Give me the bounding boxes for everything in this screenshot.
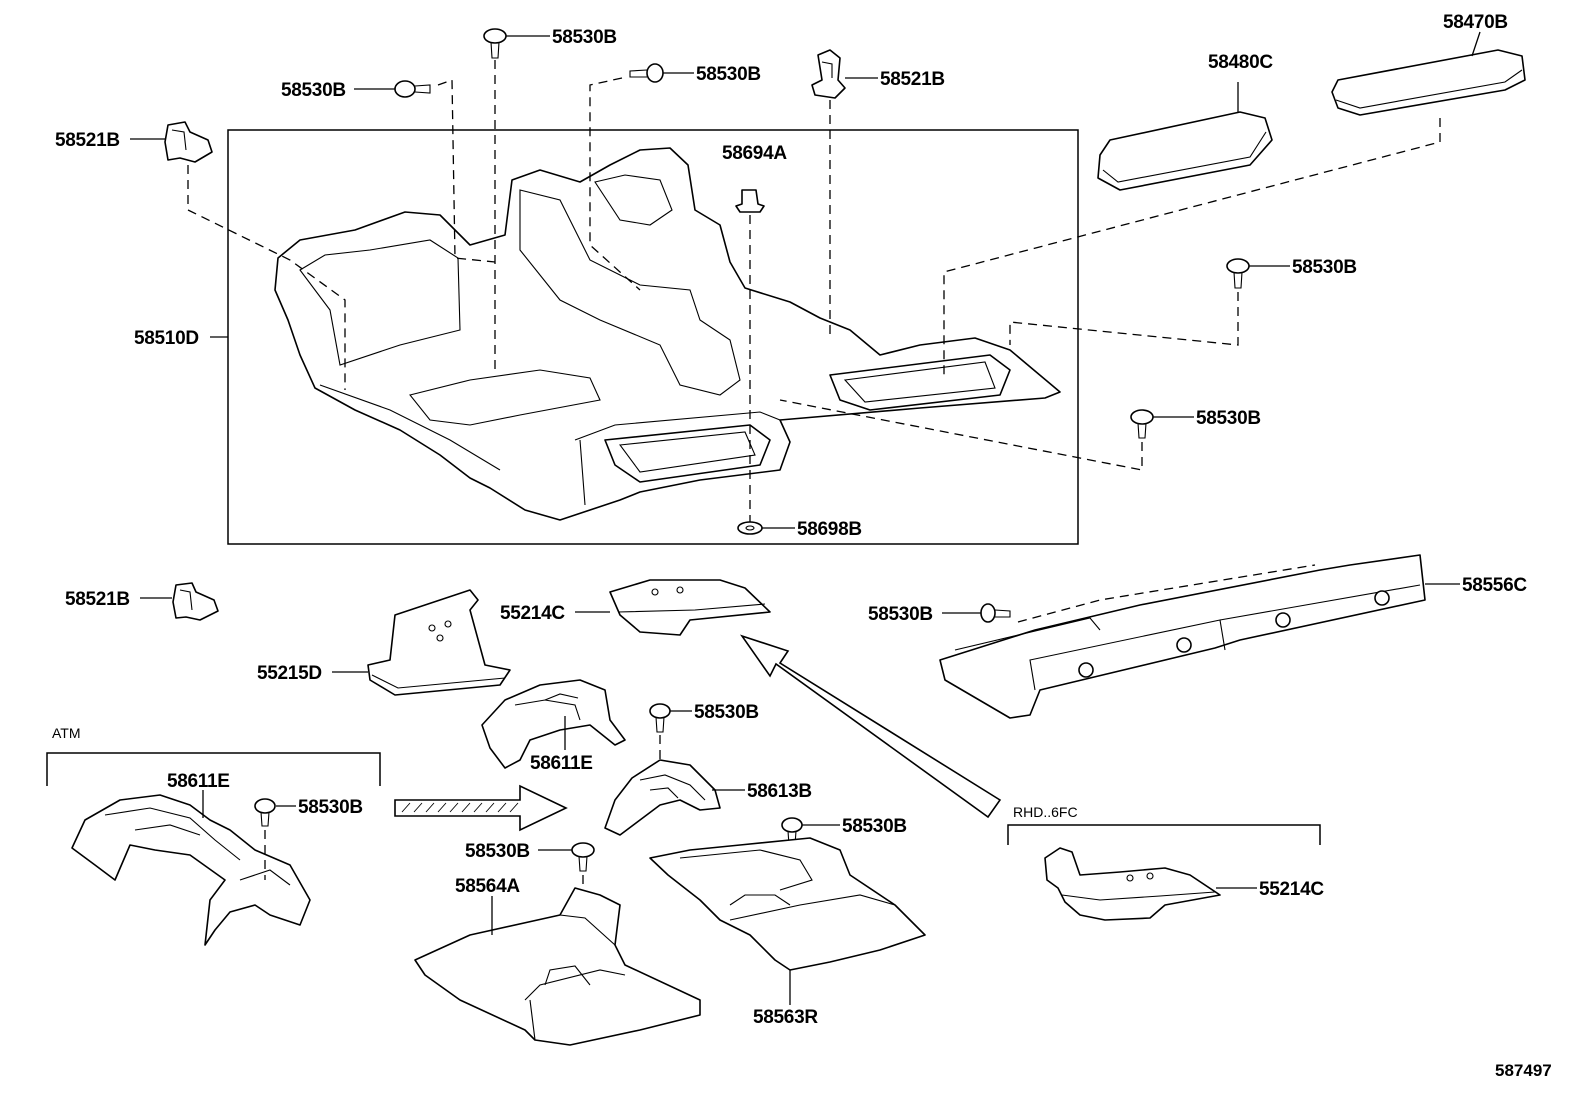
diagram-id: 587497 — [1495, 1061, 1552, 1080]
callout-58611E-upper: 58611E — [530, 753, 593, 774]
callout-55214C-lower: 55214C — [1259, 879, 1324, 900]
cover-55214C-lower[interactable] — [1044, 847, 1221, 921]
callout-58530B-right-upper: 58530B — [1292, 257, 1357, 278]
callout-58564A: 58564A — [455, 876, 520, 897]
clip-58530B-left[interactable] — [394, 80, 431, 98]
callout-58563R: 58563R — [753, 1007, 818, 1028]
clip-58530B-top[interactable] — [483, 28, 507, 59]
callout-58530B-left: 58530B — [281, 80, 346, 101]
cover-58611E-atm[interactable] — [71, 794, 311, 946]
callout-58611E-atm: 58611E — [167, 771, 230, 792]
callout-58470B: 58470B — [1443, 12, 1508, 33]
atm-bracket — [46, 752, 381, 786]
carpet-58563R[interactable] — [649, 837, 926, 971]
clip-58521B-top[interactable] — [811, 49, 846, 99]
callout-58530B-mid: 58530B — [696, 64, 761, 85]
floor-carpet-58510D[interactable] — [274, 147, 1061, 521]
callout-58530B-center: 58530B — [694, 702, 759, 723]
rhd-bracket — [1007, 824, 1321, 845]
group-label-rhd: RHD..6FC — [1013, 804, 1078, 820]
callout-58480C: 58480C — [1208, 52, 1273, 73]
clip-58530B-right-upper[interactable] — [1226, 258, 1250, 289]
callout-58521B-lower: 58521B — [65, 589, 130, 610]
callout-58530B-atm: 58530B — [298, 797, 363, 818]
clip-58530B-center[interactable] — [649, 703, 671, 733]
carpet-58564A[interactable] — [414, 887, 701, 1046]
callout-58530B-lower-left: 58530B — [465, 841, 530, 862]
callout-58698B: 58698B — [797, 519, 862, 540]
clip-58521B-lower[interactable] — [172, 582, 219, 621]
group-label-atm: ATM — [52, 725, 81, 741]
direction-arrow-hatched — [394, 784, 568, 832]
callout-58521B-top: 58521B — [880, 69, 945, 90]
callout-55215D: 55215D — [257, 663, 322, 684]
callout-58530B-56C: 58530B — [868, 604, 933, 625]
callout-58521B-left: 58521B — [55, 130, 120, 151]
clip-58530B-56C[interactable] — [980, 603, 1011, 623]
cover-58611E-upper[interactable] — [481, 679, 626, 769]
clip-58698B[interactable] — [737, 521, 763, 535]
clip-58530B-lower-left[interactable] — [571, 842, 595, 872]
callout-55214C-upper: 55214C — [500, 603, 565, 624]
clip-58694A[interactable] — [735, 189, 765, 213]
panel-55215D[interactable] — [367, 589, 511, 696]
callout-58613B: 58613B — [747, 781, 812, 802]
clip-58530B-atm[interactable] — [254, 798, 276, 827]
clip-58530B-right-lower[interactable] — [1130, 409, 1154, 439]
clip-58530B-mid[interactable] — [629, 63, 664, 83]
callout-58530B-right-lower: 58530B — [1196, 408, 1261, 429]
direction-arrow-large — [739, 634, 1002, 819]
callout-58694A: 58694A — [722, 143, 787, 164]
panel-58556C[interactable] — [939, 554, 1426, 719]
callout-58510D: 58510D — [134, 328, 199, 349]
cover-55214C-upper[interactable] — [609, 579, 771, 636]
callout-58530B-lower-right: 58530B — [842, 816, 907, 837]
callout-58530B-top: 58530B — [552, 27, 617, 48]
mat-58470B[interactable] — [1331, 49, 1526, 116]
callout-58556C: 58556C — [1462, 575, 1527, 596]
cover-58613B[interactable] — [604, 759, 721, 836]
clip-58521B-left[interactable] — [164, 121, 213, 163]
mat-58480C[interactable] — [1097, 111, 1273, 191]
